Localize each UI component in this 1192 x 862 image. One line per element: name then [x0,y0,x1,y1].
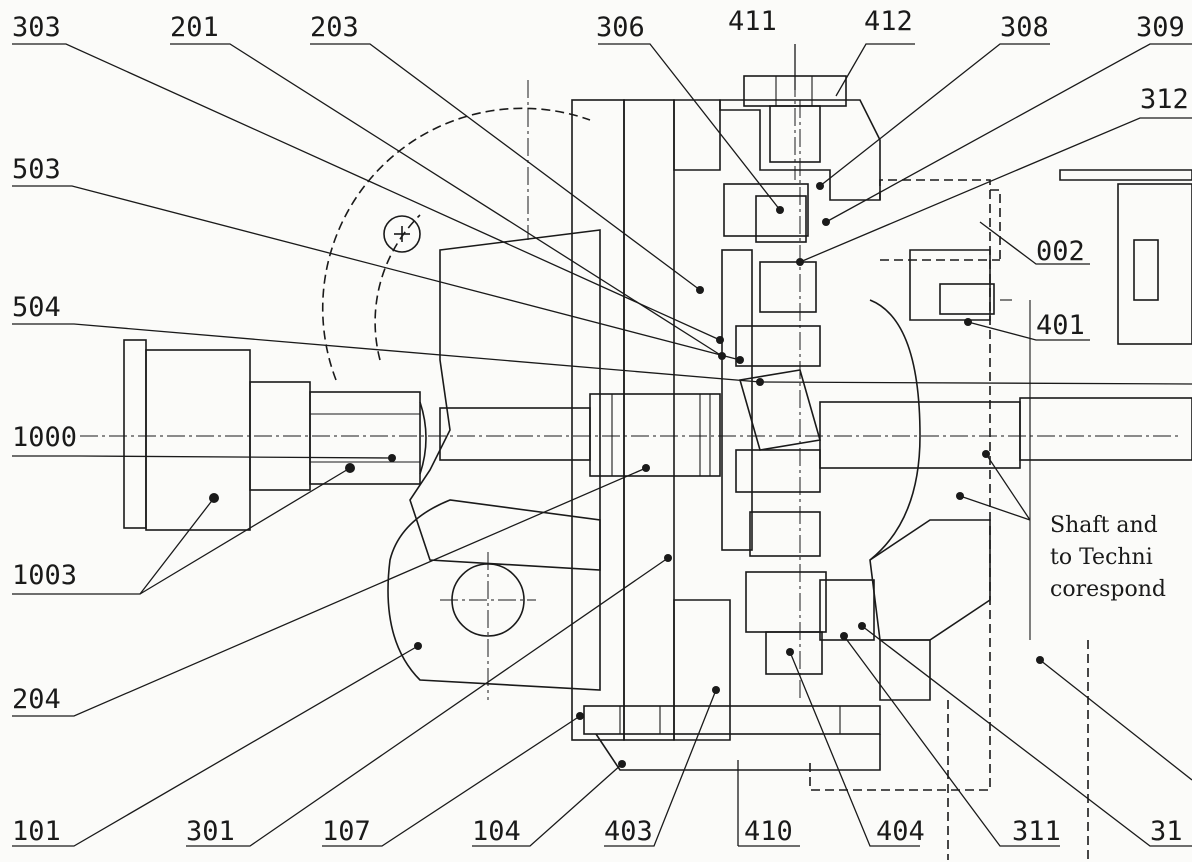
label-504: 504 [12,292,61,323]
label-412: 412 [864,6,913,37]
label-401: 401 [1036,310,1085,341]
cross-mark-circle [383,215,421,253]
note-line-3: corespond [1050,577,1166,602]
input-shaft [80,393,1180,477]
label-203: 203 [310,12,359,43]
housing-center [571,99,731,741]
housing-left [387,229,601,700]
label-204: 204 [12,684,61,715]
label-312: 312 [1140,84,1189,115]
motor-outline-dashed [321,107,591,381]
label-411: 411 [728,6,777,37]
bottom-bolt [583,705,881,771]
label-1003: 1003 [12,560,77,591]
label-311: 311 [1012,816,1061,847]
label-503: 503 [12,154,61,185]
motor-flange [123,339,427,531]
housing-right-upper [719,99,881,551]
note-line-1: Shaft and [1050,513,1158,538]
label-404: 404 [876,816,925,847]
leader-dots [209,182,1044,768]
label-104: 104 [472,816,521,847]
label-101: 101 [12,816,61,847]
label-308: 308 [1000,12,1049,43]
label-107: 107 [322,816,371,847]
label-410: 410 [744,816,793,847]
label-201: 201 [170,12,219,43]
right-dashed-frames [809,169,1192,791]
note-line-2: to Techni [1050,545,1153,570]
gear-set [735,325,875,675]
leader-lines [12,43,1192,847]
label-303: 303 [12,12,61,43]
label-309: 309 [1136,12,1185,43]
output-shaft [819,299,1192,561]
label-002: 002 [1036,236,1085,267]
label-301: 301 [186,816,235,847]
label-403: 403 [604,816,653,847]
label-306: 306 [596,12,645,43]
label-31x: 31 [1150,816,1183,847]
label-1000: 1000 [12,422,77,453]
housing-right-lower [869,519,991,701]
